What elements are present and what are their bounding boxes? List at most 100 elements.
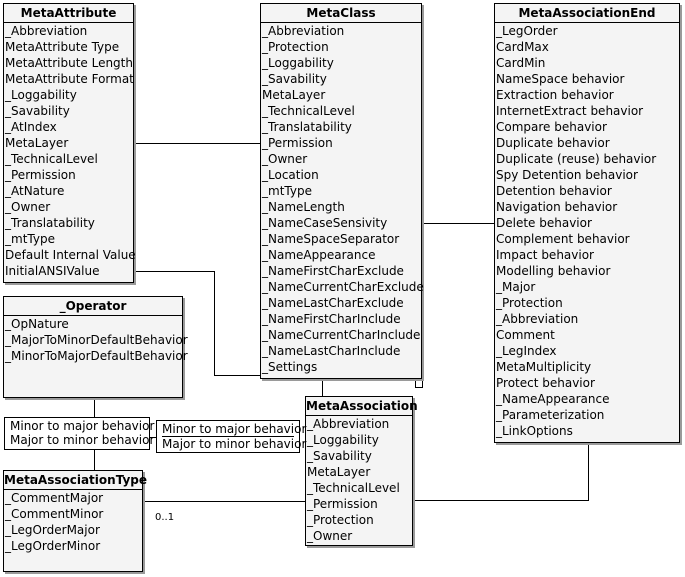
class-attribute: Default Internal Value [5, 248, 136, 262]
class-attribute: MetaAttribute Type [5, 40, 120, 54]
class-attribute: _Savability [262, 72, 327, 86]
class-attribute: _NameLastCharInclude [262, 344, 401, 358]
class-attribute: _Protection [262, 40, 329, 54]
class-title: MetaClass [261, 4, 421, 23]
class-attribute: _TechnicalLevel [307, 481, 400, 495]
class-attribute: _Loggability [262, 56, 334, 70]
role-label-major-to-minor: Major to minor behavior [10, 433, 155, 447]
class-attribute: _Owner [307, 529, 353, 543]
class-attribute: Navigation behavior [496, 200, 618, 214]
class-attribute: Detention behavior [496, 184, 612, 198]
class-attribute: _Permission [262, 136, 333, 150]
class-attribute: _TechnicalLevel [262, 104, 355, 118]
class-meta-association[interactable]: MetaAssociation _Abbreviation _Loggabilit… [305, 396, 418, 546]
class-attribute: _Owner [262, 152, 308, 166]
class-attribute: Protect behavior [496, 376, 595, 390]
class-attribute: _NameFirstCharInclude [262, 312, 401, 326]
class-attribute: _AtNature [5, 184, 65, 198]
role-label-left: Minor to major behavior Major to minor b… [4, 417, 155, 450]
class-title: MetaAssociationEnd [495, 4, 679, 23]
class-attribute: MetaAttribute Format [5, 72, 134, 86]
class-attribute: _Owner [5, 200, 51, 214]
class-attribute: _Major [496, 280, 536, 294]
class-attribute: _NameSpaceSeparator [262, 232, 400, 246]
class-attribute: CardMax [496, 40, 549, 54]
class-attribute: _Savability [5, 104, 70, 118]
class-attribute: _Abbreviation [307, 417, 390, 431]
class-attribute: _Abbreviation [496, 312, 579, 326]
class-attribute: Complement behavior [496, 232, 630, 246]
class-attribute: _NameCaseSensivity [262, 216, 388, 230]
class-attribute: _Loggability [5, 88, 77, 102]
attribute-list: _OpNature _MajorToMinorDefaultBehavior _Mi… [4, 316, 188, 364]
class-title: MetaAttribute [4, 4, 133, 23]
class-attribute: _NameLength [262, 200, 345, 214]
class-attribute: _Translatability [5, 216, 95, 230]
class-attribute: Impact behavior [496, 248, 594, 262]
class-attribute: InitialANSIValue [5, 264, 100, 278]
class-attribute: _Protection [496, 296, 563, 310]
class-attribute: Duplicate (reuse) behavior [496, 152, 657, 166]
class-attribute: _Permission [5, 168, 76, 182]
class-attribute: _mtType [5, 232, 55, 246]
class-attribute: _CommentMinor [5, 507, 104, 521]
class-attribute: NameSpace behavior [496, 72, 625, 86]
attribute-list: _CommentMajor _CommentMinor _LegOrderMajor… [4, 490, 142, 554]
class-attribute: _LegOrder [496, 24, 558, 38]
class-title: _Operator [4, 297, 182, 316]
class-attribute: _Settings [262, 360, 318, 374]
class-attribute: _Savability [307, 449, 372, 463]
class-meta-class[interactable]: MetaClass _Abbreviation _Protection _Logga… [260, 3, 424, 379]
role-label-minor-to-major: Minor to major behavior [10, 419, 155, 433]
class-attribute: Comment [496, 328, 555, 342]
class-attribute: _LegOrderMinor [5, 539, 101, 553]
class-attribute: _NameLastCharExclude [262, 296, 404, 310]
class-attribute: MetaMultiplicity [496, 360, 592, 374]
class-attribute: InternetExtract behavior [496, 104, 644, 118]
class-attribute: _mtType [262, 184, 312, 198]
class-attribute: Spy Detention behavior [496, 168, 638, 182]
class-attribute: _TechnicalLevel [5, 152, 98, 166]
role-label-minor-to-major: Minor to major behavior [162, 422, 307, 436]
class-attribute: Extraction behavior [496, 88, 614, 102]
class-attribute: _MajorToMinorDefaultBehavior [5, 333, 188, 347]
class-attribute: MetaLayer [262, 88, 326, 102]
class-attribute: _Abbreviation [5, 24, 88, 38]
class-meta-association-type[interactable]: MetaAssociationType _CommentMajor_Commen… [3, 470, 147, 572]
role-label-major-to-minor: Major to minor behavior [162, 436, 307, 451]
class-attribute: _MinorToMajorDefaultBehavior [5, 349, 188, 363]
class-attribute: _Protection [307, 513, 374, 527]
class-attribute: _Parameterization [496, 408, 605, 422]
class-attribute: MetaAttribute Length [5, 56, 133, 70]
class-attribute: _Abbreviation [262, 24, 345, 38]
class-attribute: _NameAppearance [496, 392, 610, 406]
class-attribute: _LinkOptions [496, 424, 573, 438]
class-attribute: _LegIndex [496, 344, 557, 358]
class-attribute: _Translatability [262, 120, 352, 134]
class-attribute: _Permission [307, 497, 378, 511]
attribute-list: _Abbreviation _Protection _Loggability _Sav… [261, 23, 424, 375]
class-title: MetaAssociation [306, 397, 418, 416]
class-attribute: _NameCurrentCharInclude [262, 328, 421, 342]
class-attribute: _NameAppearance [262, 248, 376, 262]
class-attribute: _AtIndex [5, 120, 57, 134]
class-attribute: Duplicate behavior [496, 136, 610, 150]
class-corner-marker [415, 380, 423, 388]
class-attribute: _CommentMajor [5, 491, 104, 505]
class-attribute: _NameFirstCharExclude [262, 264, 404, 278]
class-attribute: _Loggability [307, 433, 379, 447]
class-attribute: Modelling behavior [496, 264, 611, 278]
class-attribute: _OpNature [5, 317, 69, 331]
role-label-middle: Minor to major behavior Major to minor b… [156, 420, 307, 453]
class-attribute: _LegOrderMajor [5, 523, 100, 537]
class-title: MetaAssociationType [4, 471, 147, 490]
class-operator[interactable]: _Operator _OpNature _MajorToMinorDefaultB… [3, 296, 188, 398]
class-attribute: Delete behavior [496, 216, 592, 230]
class-attribute: Compare behavior [496, 120, 607, 134]
